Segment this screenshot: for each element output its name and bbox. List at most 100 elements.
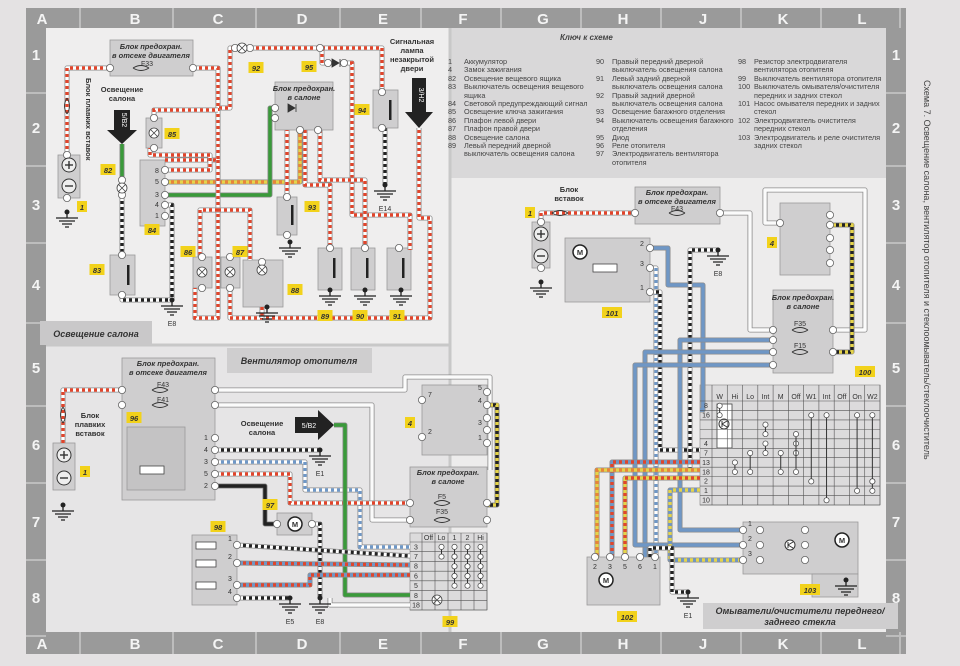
terminal[interactable] <box>339 59 348 68</box>
terminal[interactable] <box>160 190 169 199</box>
terminal[interactable] <box>188 64 197 73</box>
terminal[interactable] <box>118 385 127 394</box>
terminal[interactable] <box>272 520 281 529</box>
terminal[interactable] <box>210 469 219 478</box>
terminal[interactable] <box>210 457 219 466</box>
terminal[interactable] <box>646 263 655 272</box>
terminal[interactable] <box>769 325 778 334</box>
terminal[interactable] <box>537 217 546 226</box>
terminal[interactable] <box>160 165 169 174</box>
terminal[interactable] <box>197 283 206 292</box>
motor-label: M <box>839 536 845 545</box>
terminal[interactable] <box>739 556 748 565</box>
terminal[interactable] <box>394 243 403 252</box>
terminal[interactable] <box>360 243 369 252</box>
pin-number: 1 <box>478 435 482 442</box>
terminal[interactable] <box>482 425 491 434</box>
terminal[interactable] <box>270 114 279 123</box>
terminal[interactable] <box>417 432 426 441</box>
terminal[interactable] <box>405 498 414 507</box>
connector-3-h2[interactable]: 3/H2 <box>405 78 433 128</box>
terminal[interactable] <box>232 594 241 603</box>
terminal[interactable] <box>295 126 304 135</box>
terminal[interactable] <box>716 208 725 217</box>
terminal[interactable] <box>282 230 291 239</box>
terminal[interactable] <box>323 59 332 68</box>
terminal[interactable] <box>197 252 206 261</box>
connector-5-b2-heater[interactable]: 5/B2 <box>295 410 334 440</box>
terminal[interactable] <box>245 44 254 53</box>
terminal[interactable] <box>756 556 765 565</box>
terminal[interactable] <box>325 243 334 252</box>
terminal[interactable] <box>482 498 491 507</box>
terminal[interactable] <box>801 541 810 550</box>
terminal[interactable] <box>756 541 765 550</box>
terminal[interactable] <box>826 245 835 254</box>
terminal[interactable] <box>106 64 115 73</box>
terminal[interactable] <box>232 541 241 550</box>
terminal[interactable] <box>776 218 785 227</box>
terminal[interactable] <box>270 104 279 113</box>
terminal[interactable] <box>636 553 645 562</box>
terminal[interactable] <box>377 88 386 97</box>
terminal[interactable] <box>756 526 765 535</box>
terminal[interactable] <box>210 400 219 409</box>
terminal[interactable] <box>591 553 600 562</box>
terminal[interactable] <box>739 541 748 550</box>
terminal[interactable] <box>826 220 835 229</box>
terminal[interactable] <box>313 126 322 135</box>
terminal[interactable] <box>149 143 158 152</box>
terminal[interactable] <box>482 413 491 422</box>
terminal[interactable] <box>232 581 241 590</box>
terminal[interactable] <box>118 250 127 259</box>
component-tag <box>301 61 317 72</box>
terminal[interactable] <box>210 385 219 394</box>
terminal[interactable] <box>651 553 660 562</box>
terminal[interactable] <box>801 556 810 565</box>
terminal[interactable] <box>646 287 655 296</box>
terminal[interactable] <box>829 347 838 356</box>
terminal[interactable] <box>606 553 615 562</box>
terminal[interactable] <box>160 200 169 209</box>
terminal[interactable] <box>377 124 386 133</box>
terminal[interactable] <box>210 445 219 454</box>
terminal[interactable] <box>482 400 491 409</box>
terminal[interactable] <box>537 263 546 272</box>
terminal[interactable] <box>405 516 414 525</box>
terminal[interactable] <box>826 210 835 219</box>
terminal[interactable] <box>210 433 219 442</box>
terminal[interactable] <box>160 177 169 186</box>
terminal[interactable] <box>282 192 291 201</box>
terminal[interactable] <box>646 243 655 252</box>
terminal[interactable] <box>149 114 158 123</box>
terminal[interactable] <box>739 526 748 535</box>
terminal[interactable] <box>769 360 778 369</box>
terminal[interactable] <box>417 395 426 404</box>
terminal[interactable] <box>769 347 778 356</box>
terminal[interactable] <box>225 283 234 292</box>
connector-5-b2[interactable]: 5/B2 <box>107 110 137 144</box>
terminal[interactable] <box>769 335 778 344</box>
terminal[interactable] <box>160 211 169 220</box>
terminal[interactable] <box>315 44 324 53</box>
terminal[interactable] <box>307 520 316 529</box>
terminal[interactable] <box>829 325 838 334</box>
terminal[interactable] <box>801 526 810 535</box>
terminal[interactable] <box>118 175 127 184</box>
terminal[interactable] <box>232 559 241 568</box>
terminal[interactable] <box>482 438 491 447</box>
wire <box>643 350 773 557</box>
fuse-icon <box>433 517 451 523</box>
terminal[interactable] <box>118 400 127 409</box>
terminal[interactable] <box>118 290 127 299</box>
terminal[interactable] <box>631 208 640 217</box>
terminal[interactable] <box>63 193 72 202</box>
terminal[interactable] <box>482 387 491 396</box>
terminal[interactable] <box>621 553 630 562</box>
terminal[interactable] <box>482 516 491 525</box>
terminal[interactable] <box>257 257 266 266</box>
frame-row-label: 8 <box>892 590 900 607</box>
terminal[interactable] <box>210 481 219 490</box>
terminal[interactable] <box>826 258 835 267</box>
terminal[interactable] <box>826 233 835 242</box>
